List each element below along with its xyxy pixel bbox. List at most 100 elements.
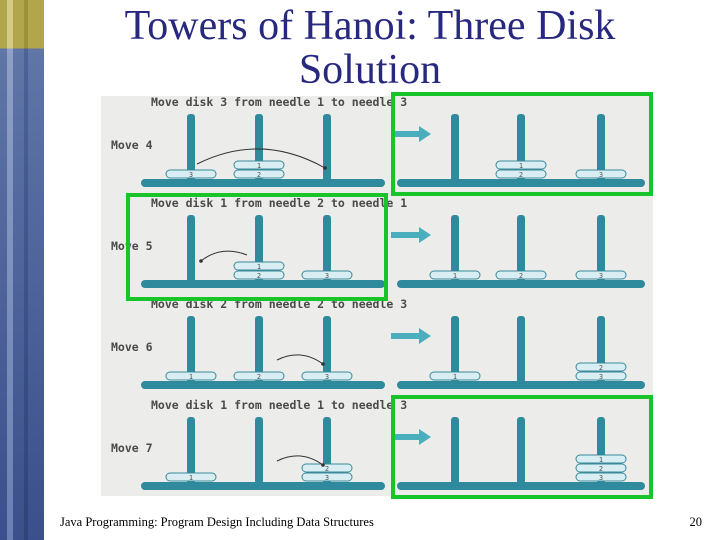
disk-3 xyxy=(165,169,217,179)
disk-label: 1 xyxy=(189,373,193,381)
disk-1 xyxy=(233,160,285,170)
tower-peg-1 xyxy=(187,316,195,383)
disk-1 xyxy=(165,371,217,381)
hanoi-figure: Move disk 3 from needle 1 to needle 3 Mov… xyxy=(101,96,653,496)
tower-peg-1 xyxy=(187,417,195,484)
tower-peg-3 xyxy=(323,114,331,181)
disk-label: 2 xyxy=(257,373,261,381)
disk-label: 2 xyxy=(599,364,603,372)
move-caption: Move disk 1 from needle 1 to needle 3 xyxy=(151,398,407,412)
slide-title: Towers of Hanoi: Three Disk Solution xyxy=(124,3,616,93)
transition-arrow-shaft xyxy=(391,434,419,440)
tower-base xyxy=(397,381,645,389)
after-state: 1 32 xyxy=(397,316,645,389)
disk-1 xyxy=(165,472,217,482)
tower-peg-2 xyxy=(517,215,525,282)
sidebar-stripe-dark xyxy=(24,0,28,540)
tower-base xyxy=(397,280,645,288)
disk-label: 2 xyxy=(519,171,523,179)
move-arrow-head xyxy=(321,362,325,366)
disk-label: 1 xyxy=(453,272,457,280)
tower-peg-2 xyxy=(517,417,525,484)
move-label: Move 5 xyxy=(111,239,153,253)
tower-peg-1 xyxy=(451,417,459,484)
disk-label: 2 xyxy=(257,171,261,179)
move-arrow xyxy=(196,148,326,169)
disk-label: 3 xyxy=(325,272,329,280)
transition-arrow-head xyxy=(419,227,431,243)
move-caption: Move disk 3 from needle 1 to needle 3 xyxy=(151,96,407,109)
before-state: 1 32 xyxy=(141,417,385,490)
tower-base xyxy=(141,381,385,389)
disk-label: 1 xyxy=(257,162,261,170)
move-label: Move 6 xyxy=(111,340,153,354)
disk-label: 2 xyxy=(257,272,261,280)
disk-2 xyxy=(495,270,547,280)
disk-label: 1 xyxy=(453,373,457,381)
transition-arrow-shaft xyxy=(391,333,419,339)
disk-3 xyxy=(575,371,627,381)
move-arrow-head xyxy=(321,463,325,467)
before-state: 21 3 xyxy=(141,215,385,288)
disk-label: 3 xyxy=(599,373,603,381)
transition-arrow-head xyxy=(419,429,431,445)
tower-peg-1 xyxy=(451,316,459,383)
sidebar-stripe xyxy=(7,0,13,540)
move-caption: Move disk 1 from needle 2 to needle 1 xyxy=(151,196,407,210)
disk-label: 3 xyxy=(599,171,603,179)
disk-label: 1 xyxy=(519,162,523,170)
disk-1 xyxy=(429,270,481,280)
disk-3 xyxy=(301,371,353,381)
disk-1 xyxy=(429,371,481,381)
footer-text: Java Programming: Program Design Includi… xyxy=(60,515,374,529)
tower-base xyxy=(141,179,385,187)
tower-base xyxy=(141,482,385,490)
disk-label: 3 xyxy=(599,272,603,280)
tower-peg-1 xyxy=(451,215,459,282)
disk-label: 3 xyxy=(325,474,329,482)
tower-peg-1 xyxy=(187,114,195,181)
disk-label: 2 xyxy=(599,465,603,473)
move-arrow xyxy=(276,354,324,365)
disk-label: 3 xyxy=(325,373,329,381)
disk-label: 1 xyxy=(599,456,603,464)
before-state: 3 21 xyxy=(141,114,385,187)
transition-arrow-shaft xyxy=(391,131,419,137)
move-arrow xyxy=(276,455,324,466)
disk-2 xyxy=(575,362,627,372)
move-arrow-head xyxy=(323,166,327,170)
move-label: Move 7 xyxy=(111,441,153,455)
transition-arrow-shaft xyxy=(391,232,419,238)
disk-3 xyxy=(575,270,627,280)
move-arrow-head xyxy=(199,259,203,263)
after-state: 321 xyxy=(397,417,645,490)
tower-peg-2 xyxy=(255,316,263,383)
disk-2 xyxy=(301,463,353,473)
move-caption: Move disk 2 from needle 2 to needle 3 xyxy=(151,297,407,311)
move-label: Move 4 xyxy=(111,138,153,152)
disk-label: 2 xyxy=(325,465,329,473)
tower-peg-3 xyxy=(323,316,331,383)
disk-label: 1 xyxy=(189,474,193,482)
tower-peg-3 xyxy=(597,215,605,282)
disk-label: 1 xyxy=(257,263,261,271)
transition-arrow-head xyxy=(419,328,431,344)
tower-peg-1 xyxy=(451,114,459,181)
disk-3 xyxy=(301,472,353,482)
after-state: 21 3 xyxy=(397,114,645,187)
transition-arrow-head xyxy=(419,126,431,142)
disk-label: 3 xyxy=(189,171,193,179)
disk-2 xyxy=(233,169,285,179)
disk-2 xyxy=(233,371,285,381)
tower-peg-2 xyxy=(517,316,525,383)
disk-label: 3 xyxy=(599,474,603,482)
tower-peg-1 xyxy=(187,215,195,282)
after-state: 1 2 3 xyxy=(397,215,645,288)
before-state: 1 2 3 xyxy=(141,316,385,389)
tower-peg-2 xyxy=(255,417,263,484)
move-arrow xyxy=(200,250,248,262)
tower-base xyxy=(141,280,385,288)
disk-label: 2 xyxy=(519,272,523,280)
page-number: 20 xyxy=(689,515,703,529)
hanoi-diagram: Move disk 3 from needle 1 to needle 3 Mov… xyxy=(111,96,645,490)
